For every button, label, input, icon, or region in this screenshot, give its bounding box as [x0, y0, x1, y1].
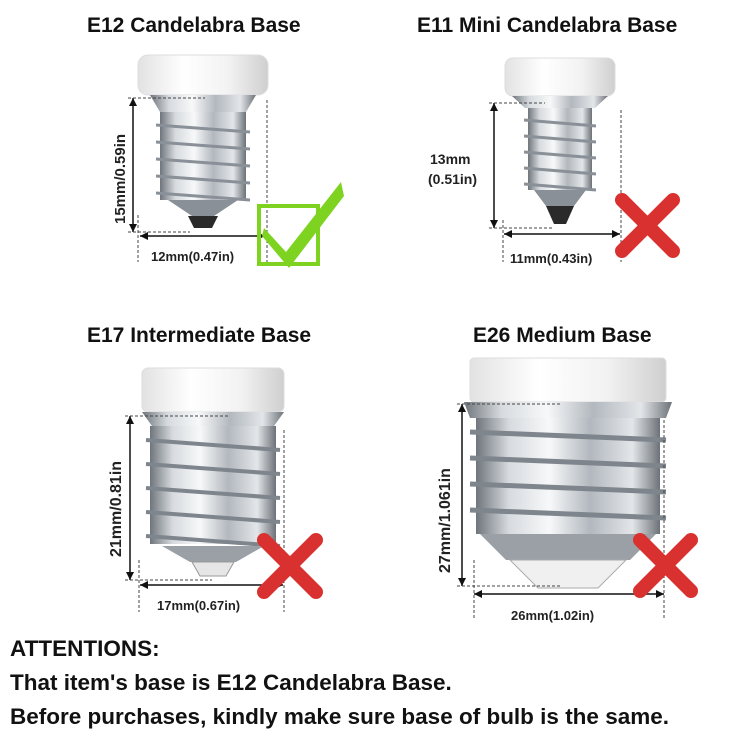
attention-notes: ATTENTIONS: That item's base is E12 Cand… [10, 632, 745, 734]
panel-title: E17 Intermediate Base [87, 324, 312, 347]
notes-line-1: That item's base is E12 Candelabra Base. [10, 670, 452, 695]
notes-heading: ATTENTIONS: [10, 636, 160, 661]
panel-title: E12 Candelabra Base [87, 14, 301, 37]
width-dimension-label: 26mm(1.02in) [511, 608, 595, 623]
panel-title: E26 Medium Base [473, 324, 652, 347]
width-dimension-label: 12mm(0.47in) [151, 249, 235, 264]
width-dimension-label: 17mm(0.67in) [157, 598, 241, 613]
notes-line-2: Before purchases, kindly make sure base … [10, 704, 669, 729]
height-dimension-label-line2: (0.51in) [428, 171, 478, 187]
height-dimension-label-line1: 13mm [430, 151, 471, 167]
panel-title: E11 Mini Candelabra Base [417, 14, 678, 37]
width-dimension-label: 11mm(0.43in) [510, 251, 593, 266]
